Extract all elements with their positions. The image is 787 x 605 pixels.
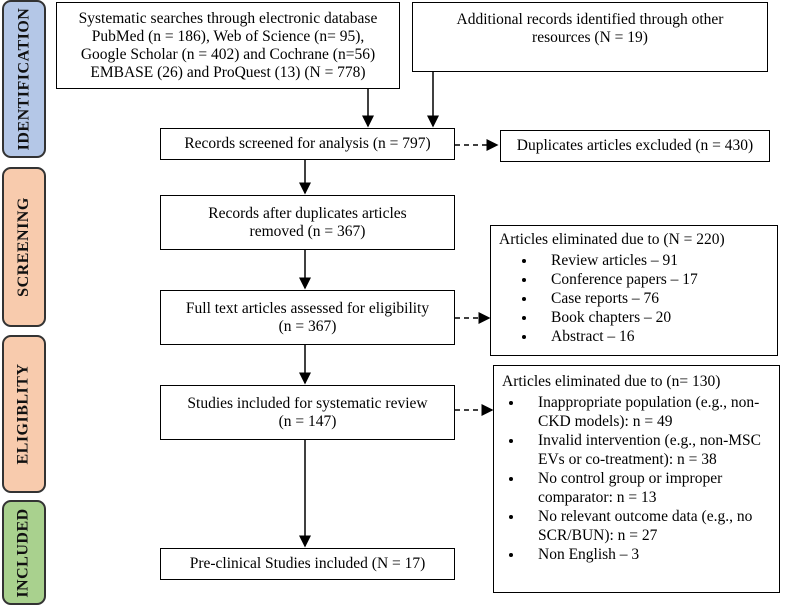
- stage-identification: IDENTIFICATION: [2, 0, 46, 158]
- box-line: Records after duplicates articles: [208, 204, 407, 222]
- duplicates-excluded-box: Duplicates articles excluded (n = 430): [500, 130, 770, 162]
- exclusion-item: Book chapters – 20: [537, 308, 769, 327]
- exclusion-item: Case reports – 76: [537, 289, 769, 308]
- screened-box: Records screened for analysis (n = 797): [160, 128, 455, 160]
- review-exclusions-box: Articles eliminated due to (n= 130) Inap…: [493, 365, 780, 593]
- full-text-box: Full text articles assessed for eligibil…: [160, 290, 455, 345]
- studies-included-box: Studies included for systematic review (…: [160, 385, 455, 440]
- exclusion-title: Articles eliminated due to (N = 220): [499, 231, 725, 248]
- stage-screening: SCREENING: [2, 167, 46, 327]
- fulltext-exclusions-box: Articles eliminated due to (N = 220) Rev…: [490, 225, 778, 356]
- exclusion-title: Articles eliminated due to (n= 130): [502, 373, 721, 390]
- box-line: (n = 147): [278, 412, 337, 430]
- box-line: Studies included for systematic review: [187, 394, 428, 412]
- box-line: Google Scholar (n = 402) and Cochrane (n…: [80, 45, 376, 63]
- box-line: (n = 367): [278, 317, 337, 335]
- stage-included: INCLUDED: [2, 500, 46, 605]
- box-line: Pre-clinical Studies included (N = 17): [189, 555, 426, 572]
- database-search-box: Systematic searches through electronic d…: [56, 2, 400, 89]
- exclusion-item: Review articles – 91: [537, 251, 769, 270]
- box-line: Additional records identified through ot…: [456, 11, 724, 28]
- exclusion-item: No relevant outcome data (e.g., no SCR/B…: [524, 507, 771, 545]
- exclusion-item: No control group or improper comparator:…: [524, 469, 771, 507]
- other-sources-box: Additional records identified through ot…: [412, 2, 768, 72]
- box-line: EMBASE (26) and ProQuest (13) (N = 778): [90, 63, 366, 81]
- exclusion-item: Inappropriate population (e.g., non-CKD …: [524, 393, 771, 431]
- exclusion-item: Conference papers – 17: [537, 270, 769, 289]
- box-line: Records screened for analysis (n = 797): [184, 135, 431, 152]
- box-line: Full text articles assessed for eligibil…: [185, 299, 430, 317]
- box-line: removed (n = 367): [249, 222, 366, 240]
- exclusion-item: Non English – 3: [524, 545, 771, 564]
- preclinical-included-box: Pre-clinical Studies included (N = 17): [160, 548, 455, 580]
- box-line: resources (N = 19): [532, 29, 648, 46]
- stage-eligibility: ELIGIBLITY: [2, 335, 46, 493]
- box-line: Duplicates articles excluded (n = 430): [516, 137, 754, 154]
- box-line: Systematic searches through electronic d…: [78, 9, 378, 27]
- exclusion-item: Invalid intervention (e.g., non-MSC EVs …: [524, 431, 771, 469]
- box-line: PubMed (n = 186), Web of Science (n= 95)…: [91, 27, 365, 45]
- exclusion-item: Abstract – 16: [537, 327, 769, 346]
- after-duplicates-box: Records after duplicates articles remove…: [160, 195, 455, 250]
